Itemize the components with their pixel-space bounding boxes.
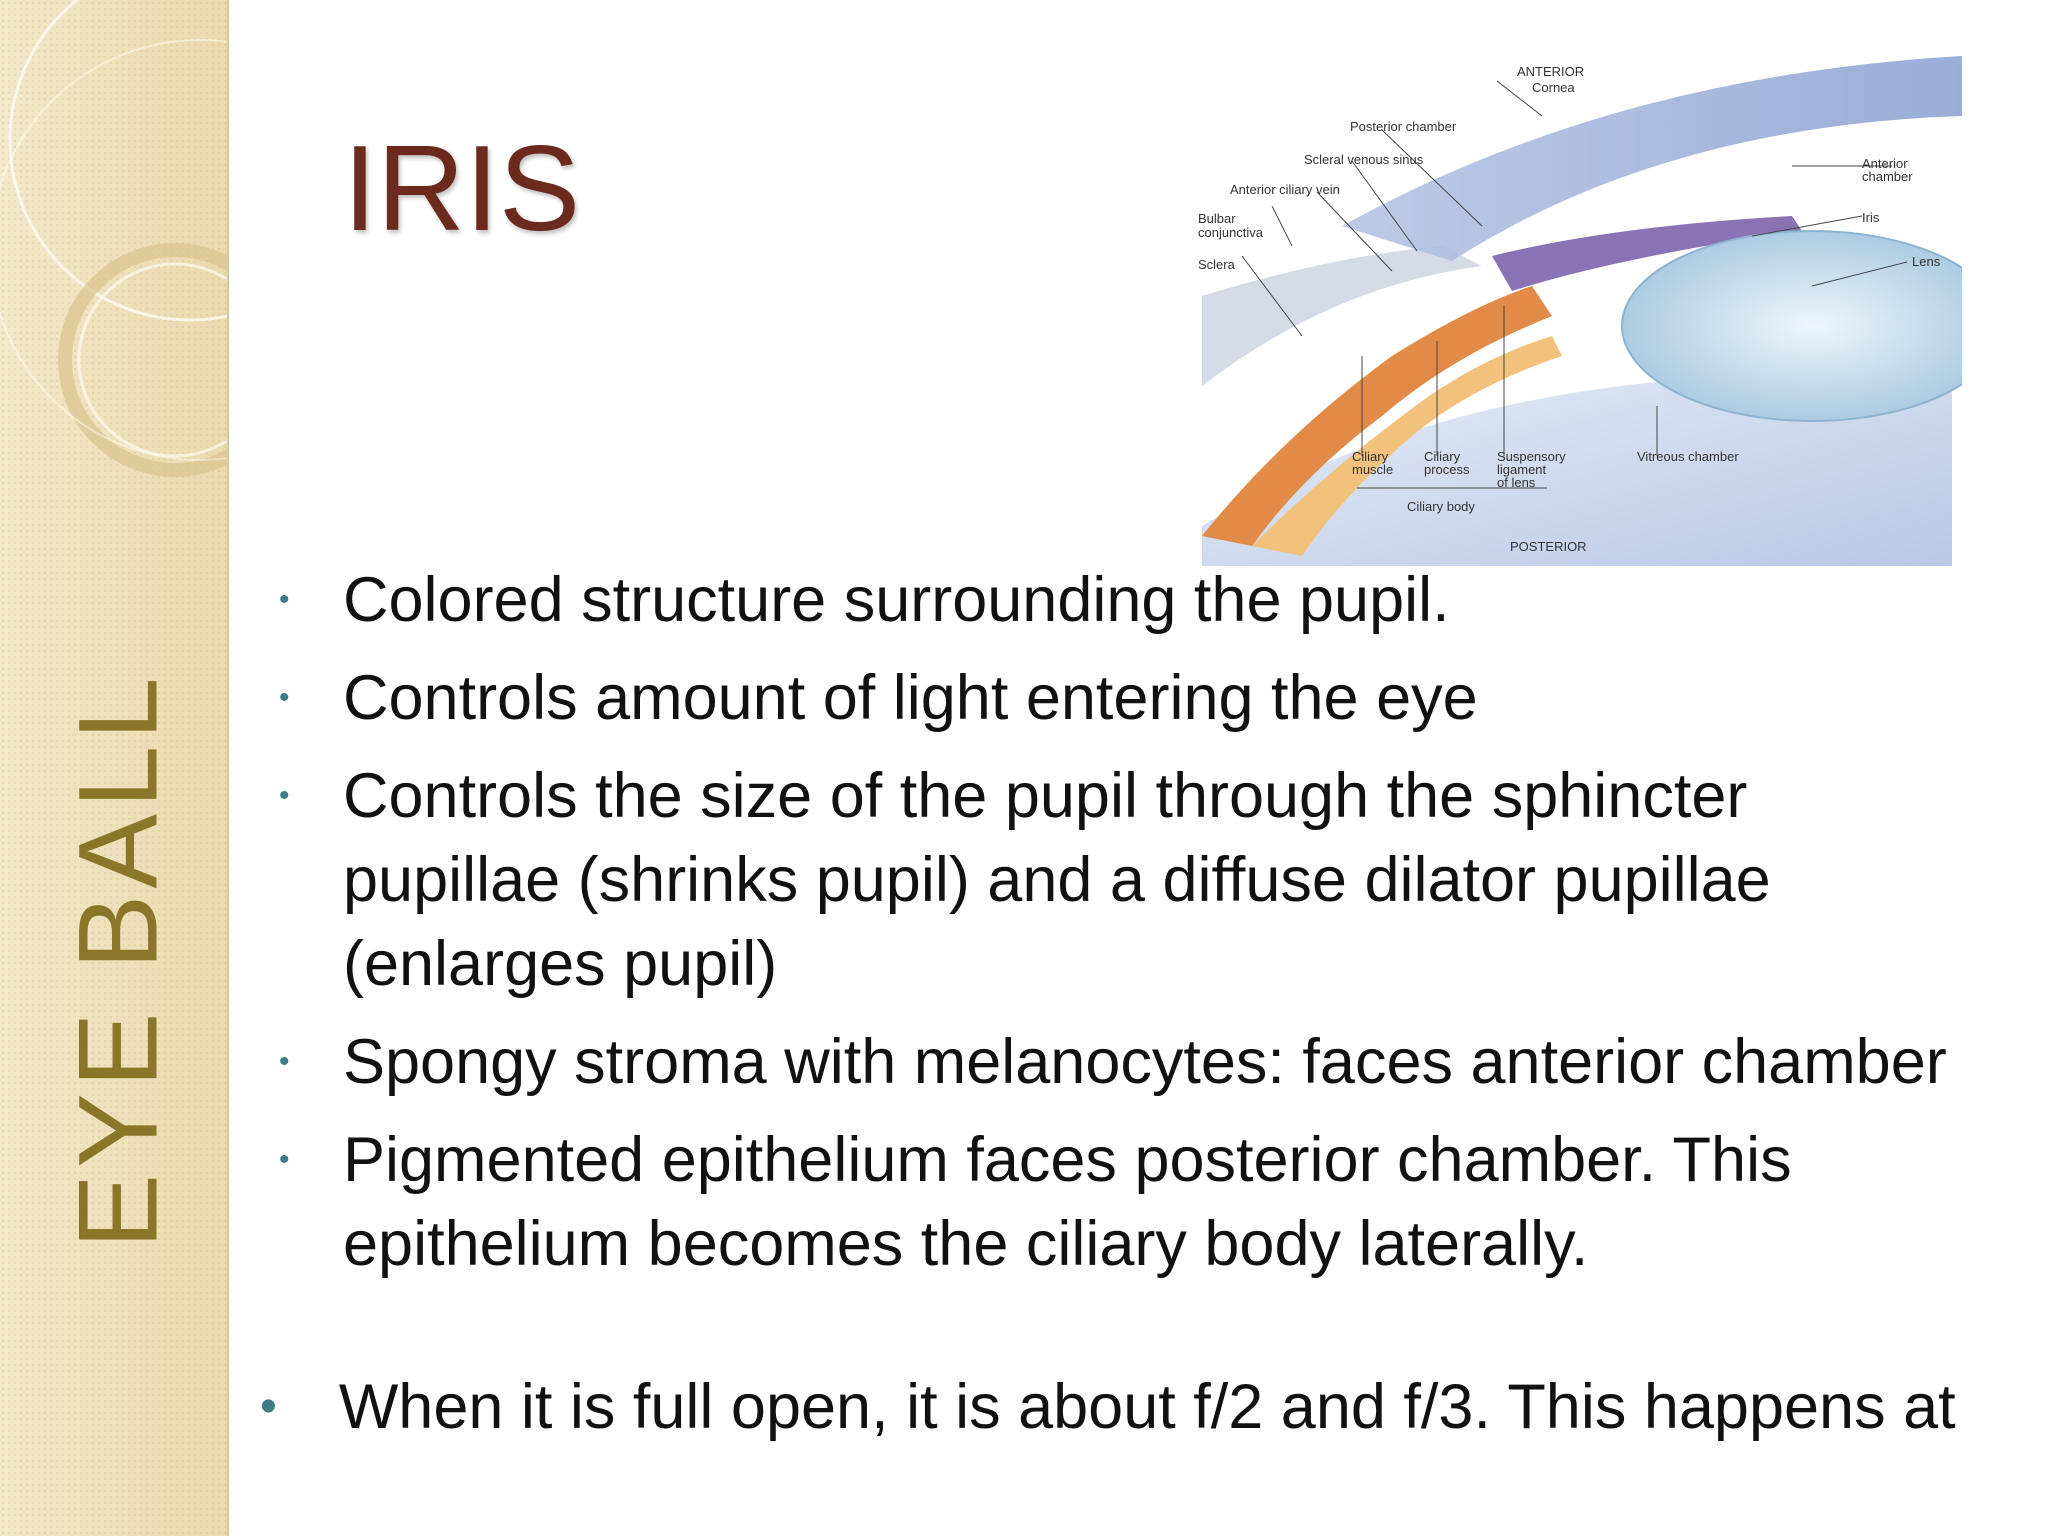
- label-anterior-chamber-2: chamber: [1862, 169, 1913, 184]
- label-ciliary-process-1: Ciliary: [1424, 449, 1461, 464]
- label-anterior-chamber-1: Anterior: [1862, 156, 1908, 171]
- bullet-text: Colored structure surrounding the pupil.: [343, 565, 1450, 635]
- sidebar-title: EYE BALL: [55, 671, 181, 1249]
- label-conjunctiva: conjunctiva: [1198, 225, 1264, 240]
- label-posterior: POSTERIOR: [1510, 539, 1587, 554]
- label-ciliary-muscle-2: muscle: [1352, 462, 1393, 477]
- label-anterior: ANTERIOR: [1517, 64, 1584, 79]
- eye-anatomy-diagram: ANTERIOR Cornea Posterior chamber Sclera…: [1192, 56, 2003, 566]
- bullet-dot-icon: •: [279, 681, 290, 714]
- bullet-dot-icon: •: [260, 1380, 277, 1433]
- bullet-dot-icon: •: [279, 583, 290, 616]
- label-scleral-venous-sinus: Scleral venous sinus: [1304, 152, 1424, 167]
- label-iris: Iris: [1862, 210, 1880, 225]
- bullet-item: • Spongy stroma with melanocytes: faces a…: [265, 1020, 1965, 1104]
- trailing-paragraph: • When it is full open, it is about f/2 a…: [260, 1366, 2020, 1454]
- sidebar-panel: EYE BALL: [0, 0, 229, 1536]
- decorative-rings: [0, 0, 227, 477]
- ciliary-muscle-shape: [1202, 286, 1552, 546]
- bullet-text: Controls amount of light entering the ey…: [343, 663, 1478, 733]
- label-lens: Lens: [1912, 254, 1941, 269]
- bullet-list: • Colored structure surrounding the pupil…: [265, 558, 1965, 1300]
- bullet-text: Spongy stroma with melanocytes: faces an…: [343, 1027, 1947, 1097]
- slide-title: IRIS: [343, 120, 581, 256]
- trailing-text: When it is full open, it is about f/2 an…: [338, 1372, 1956, 1442]
- label-ciliary-process-2: process: [1424, 462, 1470, 477]
- label-cornea: Cornea: [1532, 80, 1575, 95]
- label-sclera: Sclera: [1198, 257, 1236, 272]
- bullet-text: Pigmented epithelium faces posterior cha…: [343, 1125, 1792, 1279]
- bullet-dot-icon: •: [279, 1143, 290, 1176]
- bullet-dot-icon: •: [279, 1045, 290, 1078]
- label-posterior-chamber: Posterior chamber: [1350, 119, 1457, 134]
- bullet-item: • Controls amount of light entering the e…: [265, 656, 1965, 740]
- vitreous-region: [1202, 376, 1952, 566]
- label-suspensory-3: of lens: [1497, 475, 1536, 490]
- iris-shape: [1492, 216, 1802, 291]
- label-bulbar: Bulbar: [1198, 211, 1236, 226]
- label-ciliary-body: Ciliary body: [1407, 499, 1475, 514]
- cornea-shape: [1342, 56, 1962, 261]
- bullet-dot-icon: •: [279, 779, 290, 812]
- label-ciliary-muscle-1: Ciliary: [1352, 449, 1389, 464]
- label-suspensory-1: Suspensory: [1497, 449, 1566, 464]
- bullet-item: • Colored structure surrounding the pupil…: [265, 558, 1965, 642]
- ciliary-body-shape: [1252, 336, 1562, 556]
- bullet-text: Controls the size of the pupil through t…: [343, 761, 1771, 999]
- label-anterior-ciliary-vein: Anterior ciliary vein: [1230, 182, 1340, 197]
- bullet-item: • Controls the size of the pupil through …: [265, 754, 1965, 1006]
- sclera-band: [1202, 246, 1482, 386]
- bullet-item: • Pigmented epithelium faces posterior ch…: [265, 1118, 1965, 1286]
- label-suspensory-2: ligament: [1497, 462, 1547, 477]
- label-vitreous-chamber: Vitreous chamber: [1637, 449, 1739, 464]
